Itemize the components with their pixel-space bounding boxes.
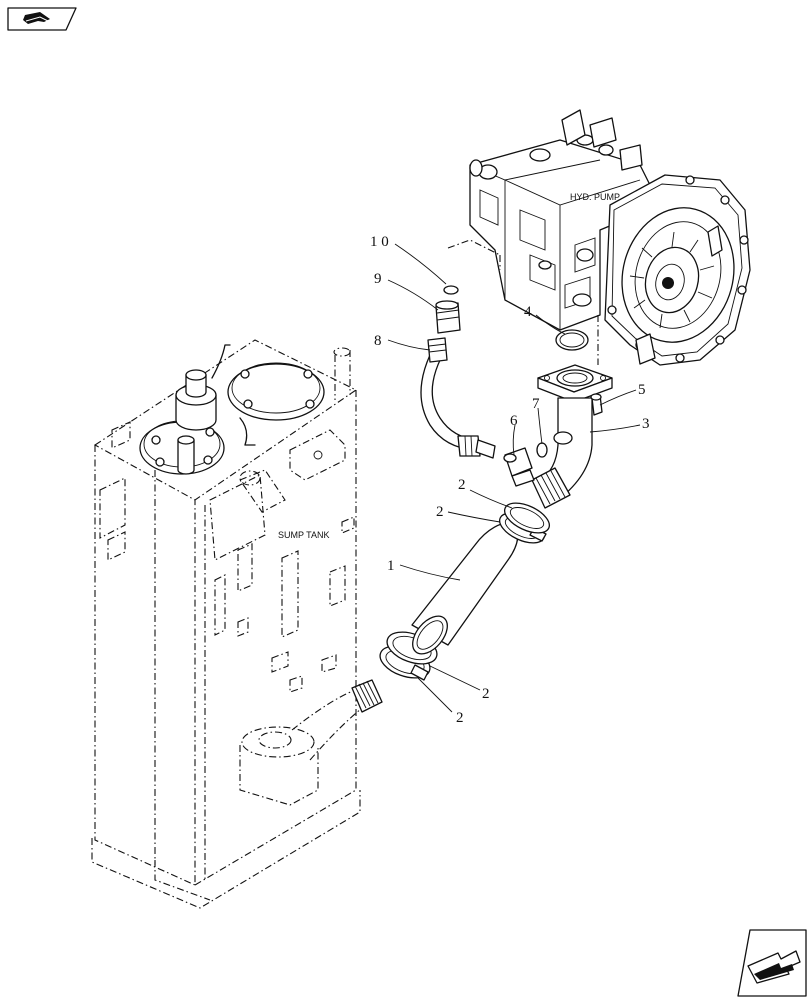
svg-text:SUMP TANK: SUMP TANK [278, 530, 330, 540]
svg-text:HYD. PUMP: HYD. PUMP [570, 192, 620, 202]
callout-7: 7 [532, 396, 540, 412]
callout-leaders [387, 243, 641, 713]
callout-2-a: 2 [458, 477, 466, 493]
elbow-fitting [531, 364, 613, 509]
o-ring [555, 329, 589, 351]
callout-3: 3 [642, 416, 650, 432]
callout-2-b: 2 [436, 504, 444, 520]
pressure-hose [420, 337, 496, 459]
hyd-pump-label: HYD. PUMP [570, 192, 620, 202]
callout-10: 1 0 [370, 234, 389, 250]
book-icon[interactable] [7, 7, 77, 31]
tank-suction-outlet [239, 679, 383, 806]
callout-2-c: 2 [482, 686, 490, 702]
callout-4: 4 [524, 304, 532, 320]
callout-9: 9 [374, 271, 382, 287]
sump-tank [91, 339, 361, 909]
straight-adapter [435, 300, 461, 334]
sump-tank-label: SUMP TANK [278, 530, 330, 540]
next-page-arrow-icon[interactable] [737, 929, 807, 997]
callout-5: 5 [638, 382, 646, 398]
callouts: 1 2 2 2 2 3 4 5 6 7 8 9 1 0 [370, 234, 650, 726]
callout-6: 6 [510, 413, 518, 429]
callout-1: 1 [387, 558, 395, 574]
callout-8: 8 [374, 333, 382, 349]
suction-hose [411, 522, 519, 655]
elbow-adapter [503, 447, 535, 487]
adapter-o-ring [443, 285, 459, 295]
callout-2-d: 2 [456, 710, 464, 726]
bolt [590, 393, 603, 416]
tank-cover-plates [139, 344, 325, 475]
hose-clamp-upper-2 [504, 502, 550, 534]
o-ring-small [536, 442, 548, 458]
hydraulic-pump [447, 109, 751, 366]
